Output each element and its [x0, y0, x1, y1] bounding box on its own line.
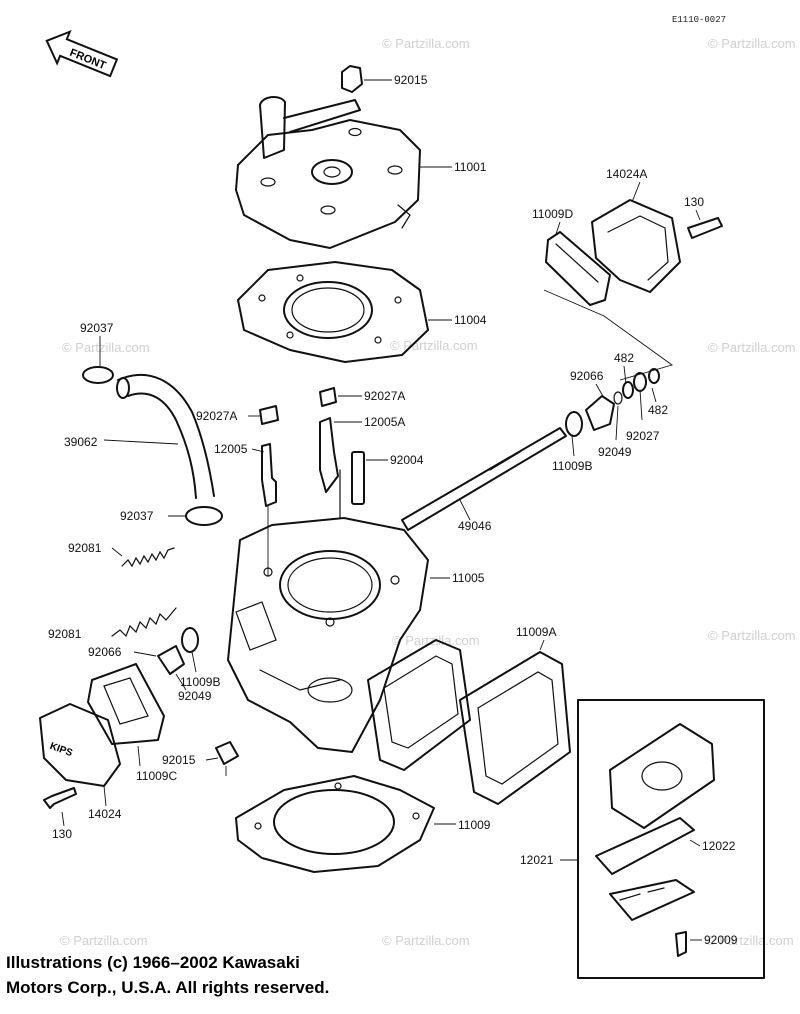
bolt-130 — [43, 787, 77, 827]
part-label: 92037 — [120, 509, 154, 523]
kips-cover: KIPS — [39, 703, 121, 807]
part-label: 12021 — [520, 853, 554, 867]
seal-rings-right — [565, 365, 660, 457]
part-label: 49046 — [458, 519, 492, 533]
part-label: 92037 — [80, 321, 114, 335]
reed-valve-box — [560, 699, 765, 979]
part-label: 11009D — [532, 207, 573, 221]
part-label: 11009A — [516, 625, 556, 639]
coolant-hose — [103, 374, 215, 499]
part-label: 130 — [52, 827, 72, 841]
side-gasket — [87, 663, 165, 767]
watermark-text: © Partzilla.com — [708, 628, 796, 643]
side-seal-ring — [181, 627, 199, 673]
diagram-code: E1110-0027 — [672, 15, 726, 25]
base-gasket — [235, 775, 456, 873]
spring — [111, 547, 175, 568]
part-label: 11005 — [452, 571, 485, 585]
watermark-text: © Partzilla.com — [708, 36, 796, 51]
part-label: 12022 — [702, 839, 736, 853]
part-label: 14024A — [606, 167, 647, 181]
part-label: 482 — [648, 403, 668, 417]
reed-screw — [675, 931, 702, 957]
part-label: 92015 — [394, 73, 428, 87]
part-label: 92049 — [598, 445, 632, 459]
hose-clamp — [168, 506, 223, 526]
part-label: 11004 — [454, 313, 487, 327]
watermark-text: © Partzilla.com — [382, 36, 470, 51]
part-label: 11009 — [458, 818, 491, 832]
part-label: 12005 — [214, 442, 248, 456]
watermark-text: © Partzilla.com — [708, 340, 796, 355]
watermarks: © Partzilla.com © Partzilla.com © Partzi… — [60, 36, 796, 948]
watermark-text: © Partzilla.com — [62, 340, 150, 355]
part-label: 12005A — [364, 415, 405, 429]
part-label: 92009 — [704, 933, 738, 947]
part-label: 92049 — [178, 689, 212, 703]
part-label: 11001 — [454, 160, 487, 174]
watermark-text: © Partzilla.com — [706, 933, 794, 948]
part-label: 39062 — [64, 435, 98, 449]
cylinder-head — [235, 96, 452, 249]
watermark-text: © Partzilla.com — [382, 933, 470, 948]
hose-clamp — [82, 336, 114, 384]
part-label: 11009B — [180, 675, 220, 689]
reed-gasket — [459, 639, 571, 805]
part-label: 92027 — [626, 429, 660, 443]
part-label: 130 — [684, 195, 704, 209]
copyright-line-1: Illustrations (c) 1966–2002 Kawasaki — [6, 953, 300, 972]
watermark-text: © Partzilla.com — [390, 338, 478, 353]
cover-marking: KIPS — [48, 741, 74, 759]
part-label: 92066 — [570, 369, 604, 383]
part-label: 92066 — [88, 645, 122, 659]
part-label: 11009B — [552, 459, 592, 473]
part-label: 92015 — [162, 753, 196, 767]
front-arrow-icon: FRONT — [45, 29, 119, 78]
reed-gasket — [367, 639, 471, 771]
part-label: 14024 — [88, 807, 122, 821]
copyright-line-2: Motors Corp., U.S.A. All rights reserved… — [6, 978, 330, 997]
watermark-text: © Partzilla.com — [60, 933, 148, 948]
small-cap — [319, 387, 362, 407]
shaft-12005 — [251, 443, 277, 507]
part-label: 92027A — [196, 409, 237, 423]
part-label: 482 — [614, 351, 634, 365]
part-label: 11009C — [136, 769, 177, 783]
cylinder-block — [227, 469, 450, 753]
nut-92015-low — [205, 741, 239, 776]
shaft-12005A — [319, 417, 362, 493]
copyright-notice: Illustrations (c) 1966–2002 Kawasaki Mot… — [6, 950, 526, 1000]
part-labels: 92015 11001 14024A 130 11009D 11004 9203… — [48, 73, 738, 947]
part-label: 92081 — [68, 541, 102, 555]
part-label: 92027A — [364, 389, 405, 403]
side-valve-sleeve — [133, 645, 187, 691]
part-label: 92004 — [390, 453, 424, 467]
cap-nut — [341, 65, 392, 93]
long-shaft-49046 — [401, 427, 567, 531]
small-cap — [248, 405, 279, 425]
stud-92004 — [351, 451, 388, 505]
valve-cover-upper — [543, 181, 723, 381]
spring — [111, 607, 177, 638]
head-gasket — [237, 261, 452, 363]
part-label: 92081 — [48, 627, 82, 641]
